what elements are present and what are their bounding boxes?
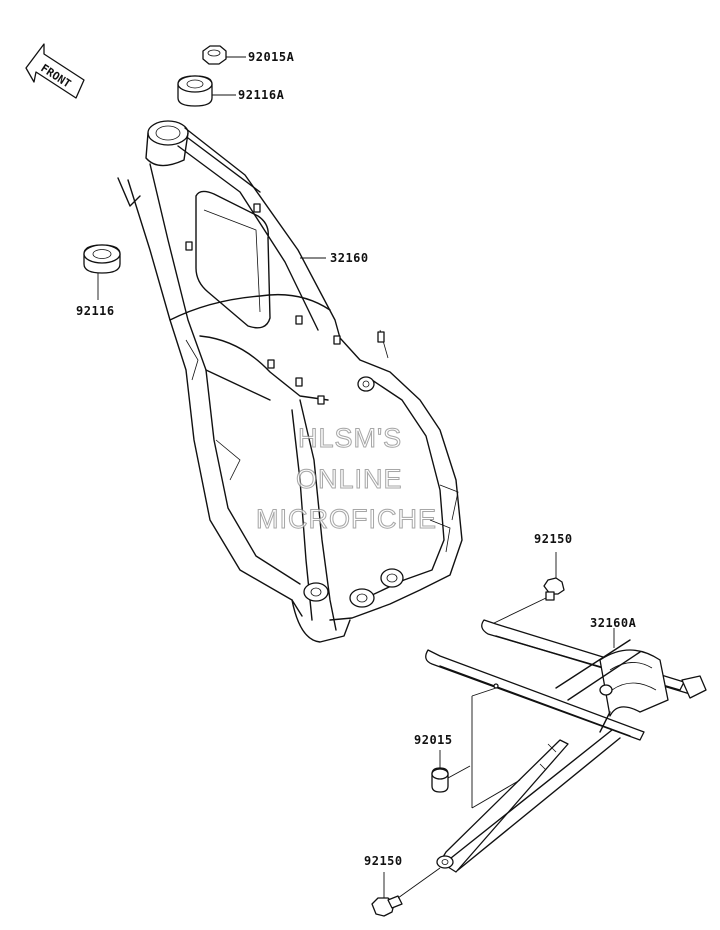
part-label-32160a: 32160A bbox=[590, 616, 637, 630]
part-label-92150-top: 92150 bbox=[534, 532, 573, 546]
part-label-92116a: 92116A bbox=[238, 88, 285, 102]
collar-92015-icon bbox=[431, 750, 471, 793]
watermark-line2: ONLINE bbox=[296, 464, 403, 495]
bushing-92116a-icon bbox=[177, 75, 236, 107]
subframe-32160a bbox=[425, 619, 707, 873]
bushing-92116-icon bbox=[83, 244, 121, 300]
nut-92015a-icon bbox=[202, 45, 246, 65]
front-arrow-icon: FRONT bbox=[25, 43, 85, 99]
bolt-92150-top-icon bbox=[491, 552, 565, 625]
part-label-92116: 92116 bbox=[76, 304, 115, 318]
watermark-line1: HLSM'S bbox=[297, 423, 403, 454]
part-label-32160: 32160 bbox=[330, 251, 369, 265]
part-label-92015a: 92015A bbox=[248, 50, 295, 64]
part-label-92150-bottom: 92150 bbox=[364, 854, 403, 868]
main-frame-32160 bbox=[117, 120, 463, 643]
watermark-line3: MICROFICHE bbox=[256, 504, 437, 535]
bolt-92150-bottom-icon bbox=[371, 867, 441, 917]
part-label-92015: 92015 bbox=[414, 733, 453, 747]
